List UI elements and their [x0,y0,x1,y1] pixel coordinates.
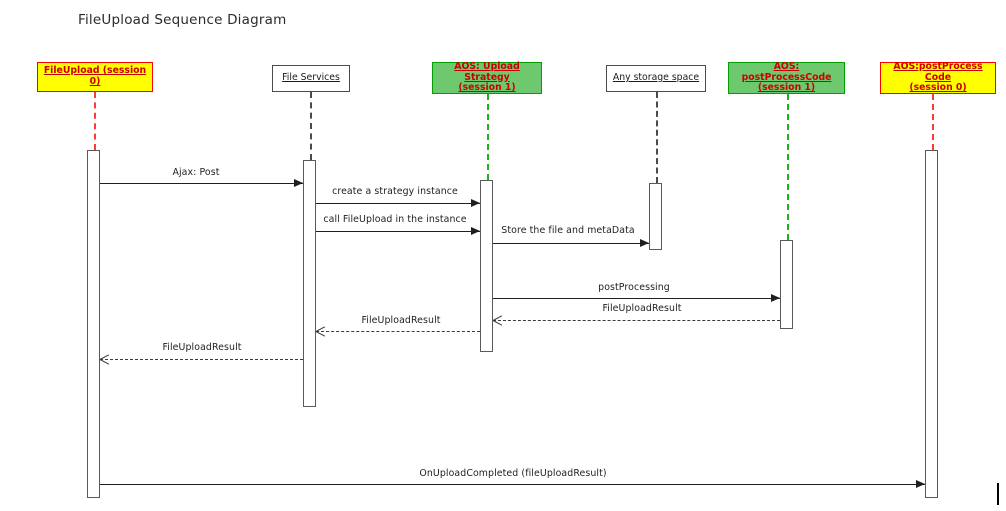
message-label-m7: FileUploadResult [361,315,441,326]
activation-bar-storage-space[interactable] [649,183,662,250]
participant-upload-strategy[interactable]: AOS: Upload Strategy (session 1) [432,60,542,94]
activation-bar-upload-strategy[interactable] [480,180,493,352]
participant-label: AOS: Upload Strategy (session 1) [454,60,520,94]
message-line-m9 [100,484,925,485]
arrowhead-right-icon [771,294,780,303]
participant-label: AOS:postProcess Code (session 0) [893,60,983,94]
arrowhead-right-icon [471,227,480,236]
lifeline-file-services [310,92,312,160]
participant-postprocesscode-s1[interactable]: AOS: postProcessCode (session 1) [728,60,845,94]
message-label-m3: call FileUpload in the instance [323,214,467,225]
lifeline-upload-strategy [487,94,489,180]
message-label-m4: Store the file and metaData [501,225,635,236]
message-line-m3 [316,231,480,232]
message-label-m5: postProcessing [598,282,670,293]
message-label-m6: FileUploadResult [602,303,682,314]
lifeline-postprocesscode-s1 [787,94,789,240]
activation-bar-fileupload[interactable] [87,150,100,498]
message-line-m5 [493,298,780,299]
participant-label: Any storage space [612,72,700,84]
participant-label: File Services [282,72,340,84]
arrowhead-right-icon [294,179,303,188]
activation-bar-postprocesscode-s0[interactable] [925,150,938,498]
message-label-m9: OnUploadCompleted (fileUploadResult) [419,468,607,479]
page-title: FileUpload Sequence Diagram [78,12,287,28]
message-line-m2 [316,203,480,204]
message-line-m7 [316,331,480,332]
participant-storage-space[interactable]: Any storage space [606,65,706,92]
message-label-m2: create a strategy instance [332,186,458,197]
participant-fileupload[interactable]: FileUpload (session 0) [37,62,153,92]
lifeline-postprocesscode-s0 [932,94,934,150]
participant-label: FileUpload (session 0) [43,65,147,87]
arrowhead-right-icon [471,199,480,208]
activation-bar-file-services[interactable] [303,160,316,407]
message-line-m4 [493,243,649,244]
message-label-m1: Ajax: Post [172,167,220,178]
participant-label: AOS: postProcessCode (session 1) [741,60,832,94]
message-label-m8: FileUploadResult [162,342,242,353]
activation-bar-postprocesscode-s1[interactable] [780,240,793,329]
message-line-m1 [100,183,303,184]
message-line-m6 [493,320,780,321]
lifeline-fileupload [94,92,96,150]
arrowhead-right-icon [916,480,925,489]
caret-icon [997,483,999,505]
message-line-m8 [100,359,303,360]
participant-postprocesscode-s0[interactable]: AOS:postProcess Code (session 0) [880,60,996,94]
arrowhead-right-icon [640,239,649,248]
lifeline-storage-space [656,92,658,183]
participant-file-services[interactable]: File Services [272,65,350,92]
